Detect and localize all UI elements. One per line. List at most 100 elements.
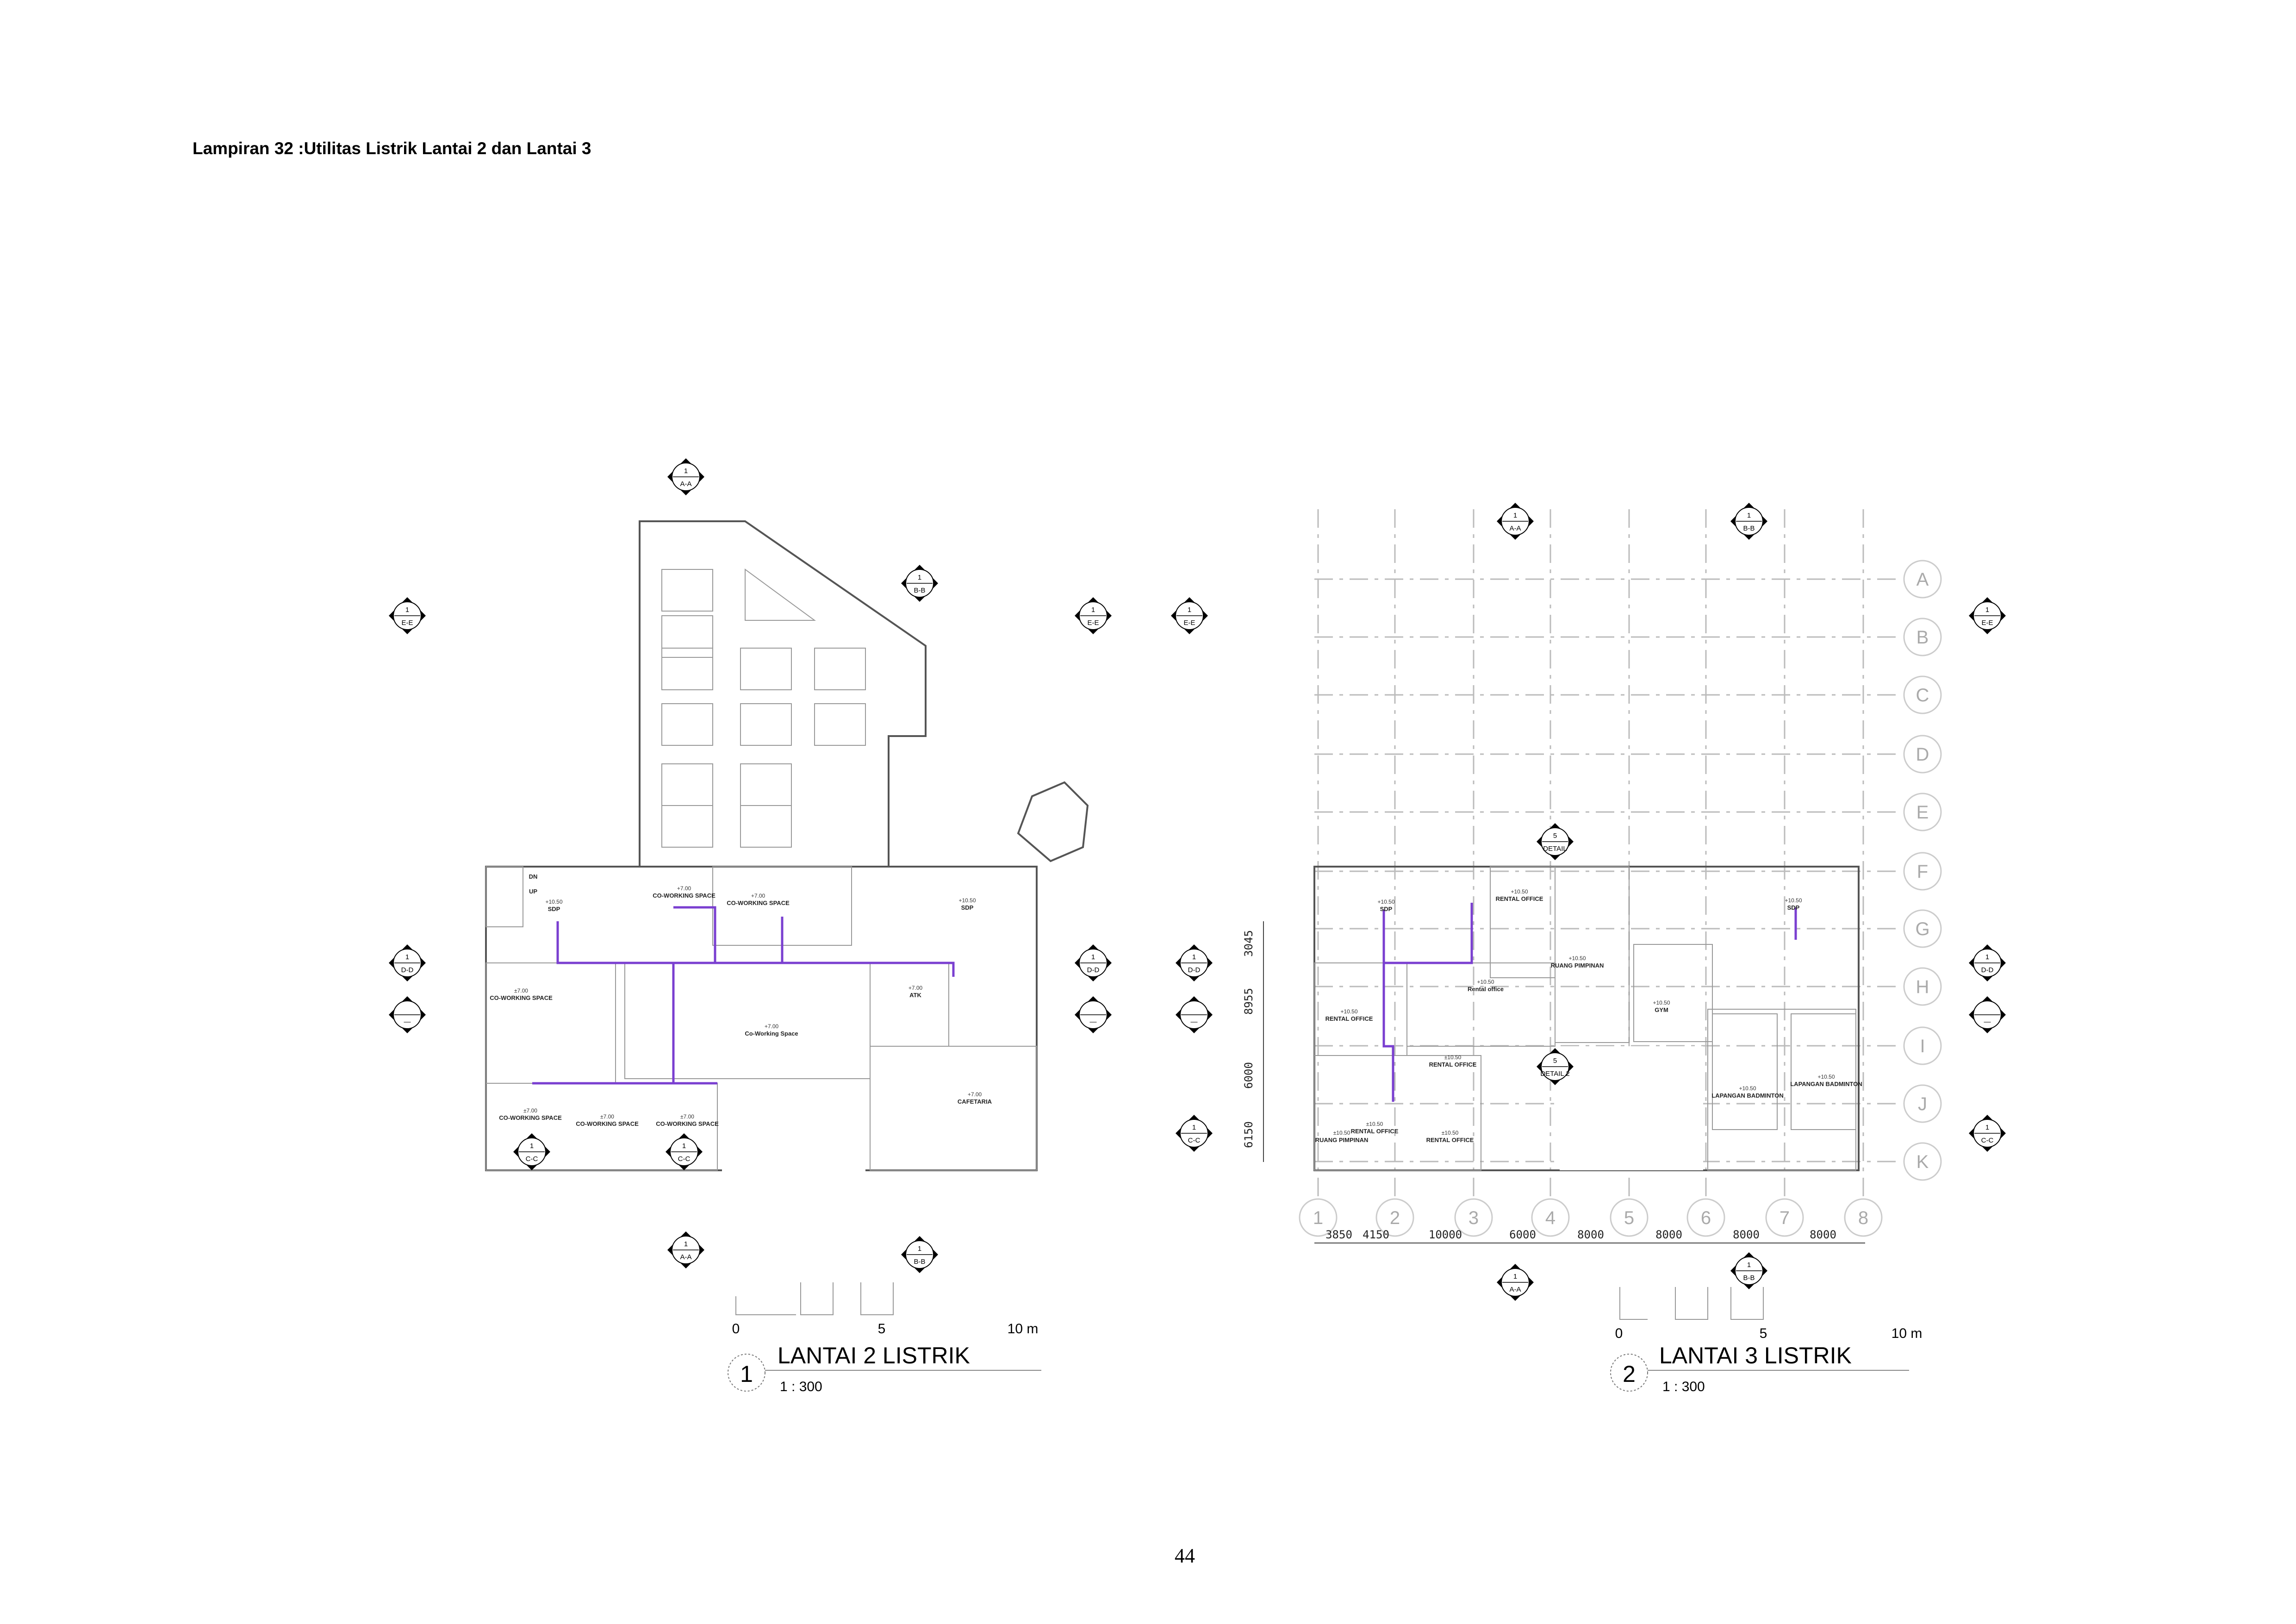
grid-bubble-col	[1765, 1198, 1804, 1237]
grid-bubble-row	[1903, 1142, 1942, 1181]
view-number-circle	[1610, 1354, 1648, 1392]
section-marker-label: B-B	[914, 1258, 925, 1266]
room-level: +7.00	[751, 893, 765, 899]
section-marker-number: 1	[1192, 1124, 1196, 1131]
title-block-lantai-2: 0 5 10 m 1 LANTAI 2 LISTRIK 1 : 300	[728, 1282, 1041, 1394]
scalebar-end: 10 m	[1892, 1326, 1923, 1341]
section-marker[interactable]: 1C-C	[513, 1133, 550, 1170]
room-label: RENTAL OFFICE	[1429, 1061, 1477, 1068]
section-marker-number: 1	[405, 606, 409, 614]
section-marker[interactable]: 1A-A	[667, 1231, 704, 1268]
parking-stalls	[740, 805, 792, 848]
room-label: CO-WORKING SPACE	[656, 1120, 719, 1127]
grid-row-label: E	[1916, 802, 1929, 823]
dimension-vertical: 3045	[1242, 930, 1255, 957]
room-label: RENTAL OFFICE	[1325, 1015, 1373, 1022]
section-marker[interactable]: 1E-E	[389, 597, 426, 634]
coworking-left	[485, 962, 616, 1084]
section-marker[interactable]: 1A-A	[1497, 1264, 1534, 1301]
section-marker-number: 1	[405, 953, 409, 961]
section-marker[interactable]: —	[1075, 996, 1112, 1033]
grid-bubble-col	[1375, 1198, 1414, 1237]
room-level: +10.50	[1511, 888, 1528, 895]
section-marker-label: C-C	[1188, 1137, 1201, 1144]
dimension-vertical: 6000	[1242, 1062, 1255, 1089]
electrical-line	[1382, 903, 1797, 1102]
section-marker[interactable]: 1D-D	[1969, 944, 2006, 981]
section-marker-label: D-D	[1981, 966, 1994, 974]
grid-bubble-row	[1903, 1026, 1942, 1065]
grid-bubble-col	[1531, 1198, 1570, 1237]
section-marker-label: A-A	[1509, 1286, 1521, 1293]
room-label: CO-WORKING SPACE	[499, 1114, 562, 1121]
room-level: ±7.00	[600, 1113, 614, 1120]
section-marker-label: D-D	[1188, 966, 1201, 974]
grid-row-label: H	[1916, 977, 1929, 997]
section-marker[interactable]: —	[389, 996, 426, 1033]
section-marker-number: 1	[684, 1240, 688, 1248]
room-level: ±10.50	[1333, 1130, 1350, 1136]
section-marker-number: 5	[1553, 832, 1557, 840]
section-marker[interactable]: 1A-A	[667, 458, 704, 495]
section-marker-number: 1	[1513, 512, 1517, 519]
grid-bubble-col	[1299, 1198, 1338, 1237]
dimension-vertical: 8955	[1242, 988, 1255, 1015]
section-marker-number: 5	[1553, 1057, 1557, 1065]
section-marker-label: —	[1090, 1018, 1097, 1026]
section-marker[interactable]: 1C-C	[1176, 1115, 1213, 1152]
room-label: Rental office	[1468, 986, 1504, 993]
section-marker[interactable]: 1B-B	[901, 565, 938, 602]
section-marker[interactable]: 1E-E	[1969, 597, 2006, 634]
stair-core	[485, 866, 523, 927]
grid-bubble-row	[1903, 1084, 1942, 1123]
section-marker[interactable]: 1B-B	[901, 1236, 938, 1273]
roof-void	[1560, 1046, 1703, 1170]
cafetaria	[870, 1046, 1037, 1171]
section-marker-label: D-D	[401, 966, 414, 974]
section-marker[interactable]: 1D-D	[389, 944, 426, 981]
section-marker-label: A-A	[1509, 525, 1521, 532]
section-marker[interactable]: 1D-D	[1075, 944, 1112, 981]
section-marker[interactable]: 1E-E	[1171, 597, 1208, 634]
section-marker[interactable]: 1C-C	[666, 1133, 703, 1170]
room-level: +10.50	[1785, 897, 1802, 904]
grid-bubble-row	[1903, 618, 1942, 656]
section-marker-number: 1	[1985, 606, 1989, 614]
room-level: +7.00	[765, 1023, 779, 1030]
section-marker[interactable]: —	[1969, 996, 2006, 1033]
view-scale: 1 : 300	[780, 1379, 822, 1394]
room-label: RENTAL OFFICE	[1351, 1128, 1399, 1135]
grid-row-label: G	[1915, 919, 1929, 939]
section-marker[interactable]: 1E-E	[1075, 597, 1112, 634]
rental-office-top	[1490, 866, 1556, 978]
grid-row-label: B	[1916, 627, 1929, 648]
grid-bubble-col	[1844, 1198, 1883, 1237]
section-marker[interactable]: 1B-B	[1730, 1252, 1767, 1289]
grid-col-label: 1	[1313, 1208, 1323, 1228]
section-marker-number: 1	[1091, 606, 1095, 614]
room-level: +7.00	[968, 1091, 982, 1098]
parking-stalls	[740, 703, 792, 746]
view-scale: 1 : 300	[1662, 1379, 1705, 1394]
room-label: SDP	[548, 906, 560, 912]
grid-bubble-row	[1903, 852, 1942, 891]
section-marker[interactable]: 1D-D	[1176, 944, 1213, 981]
section-marker[interactable]: 1C-C	[1969, 1115, 2006, 1152]
grid-bubble-row	[1903, 793, 1942, 831]
view-title: LANTAI 3 LISTRIK	[1659, 1343, 1852, 1368]
room-level: +10.50	[1477, 979, 1494, 985]
room-label: Co-Working Space	[745, 1030, 798, 1037]
room-level: ±10.50	[1442, 1130, 1459, 1136]
section-marker[interactable]: —	[1176, 996, 1213, 1033]
section-marker-label: —	[1191, 1018, 1198, 1026]
room-level: +7.00	[908, 985, 923, 991]
section-marker-label: DETAIL	[1543, 845, 1567, 853]
grid-row-label: K	[1916, 1152, 1929, 1172]
section-marker-label: E-E	[401, 619, 413, 627]
section-marker[interactable]: 1A-A	[1497, 503, 1534, 540]
section-marker[interactable]: 1B-B	[1730, 503, 1767, 540]
tower-parking-grid	[661, 568, 866, 848]
dimension-horizontal: 8000	[1810, 1228, 1836, 1241]
